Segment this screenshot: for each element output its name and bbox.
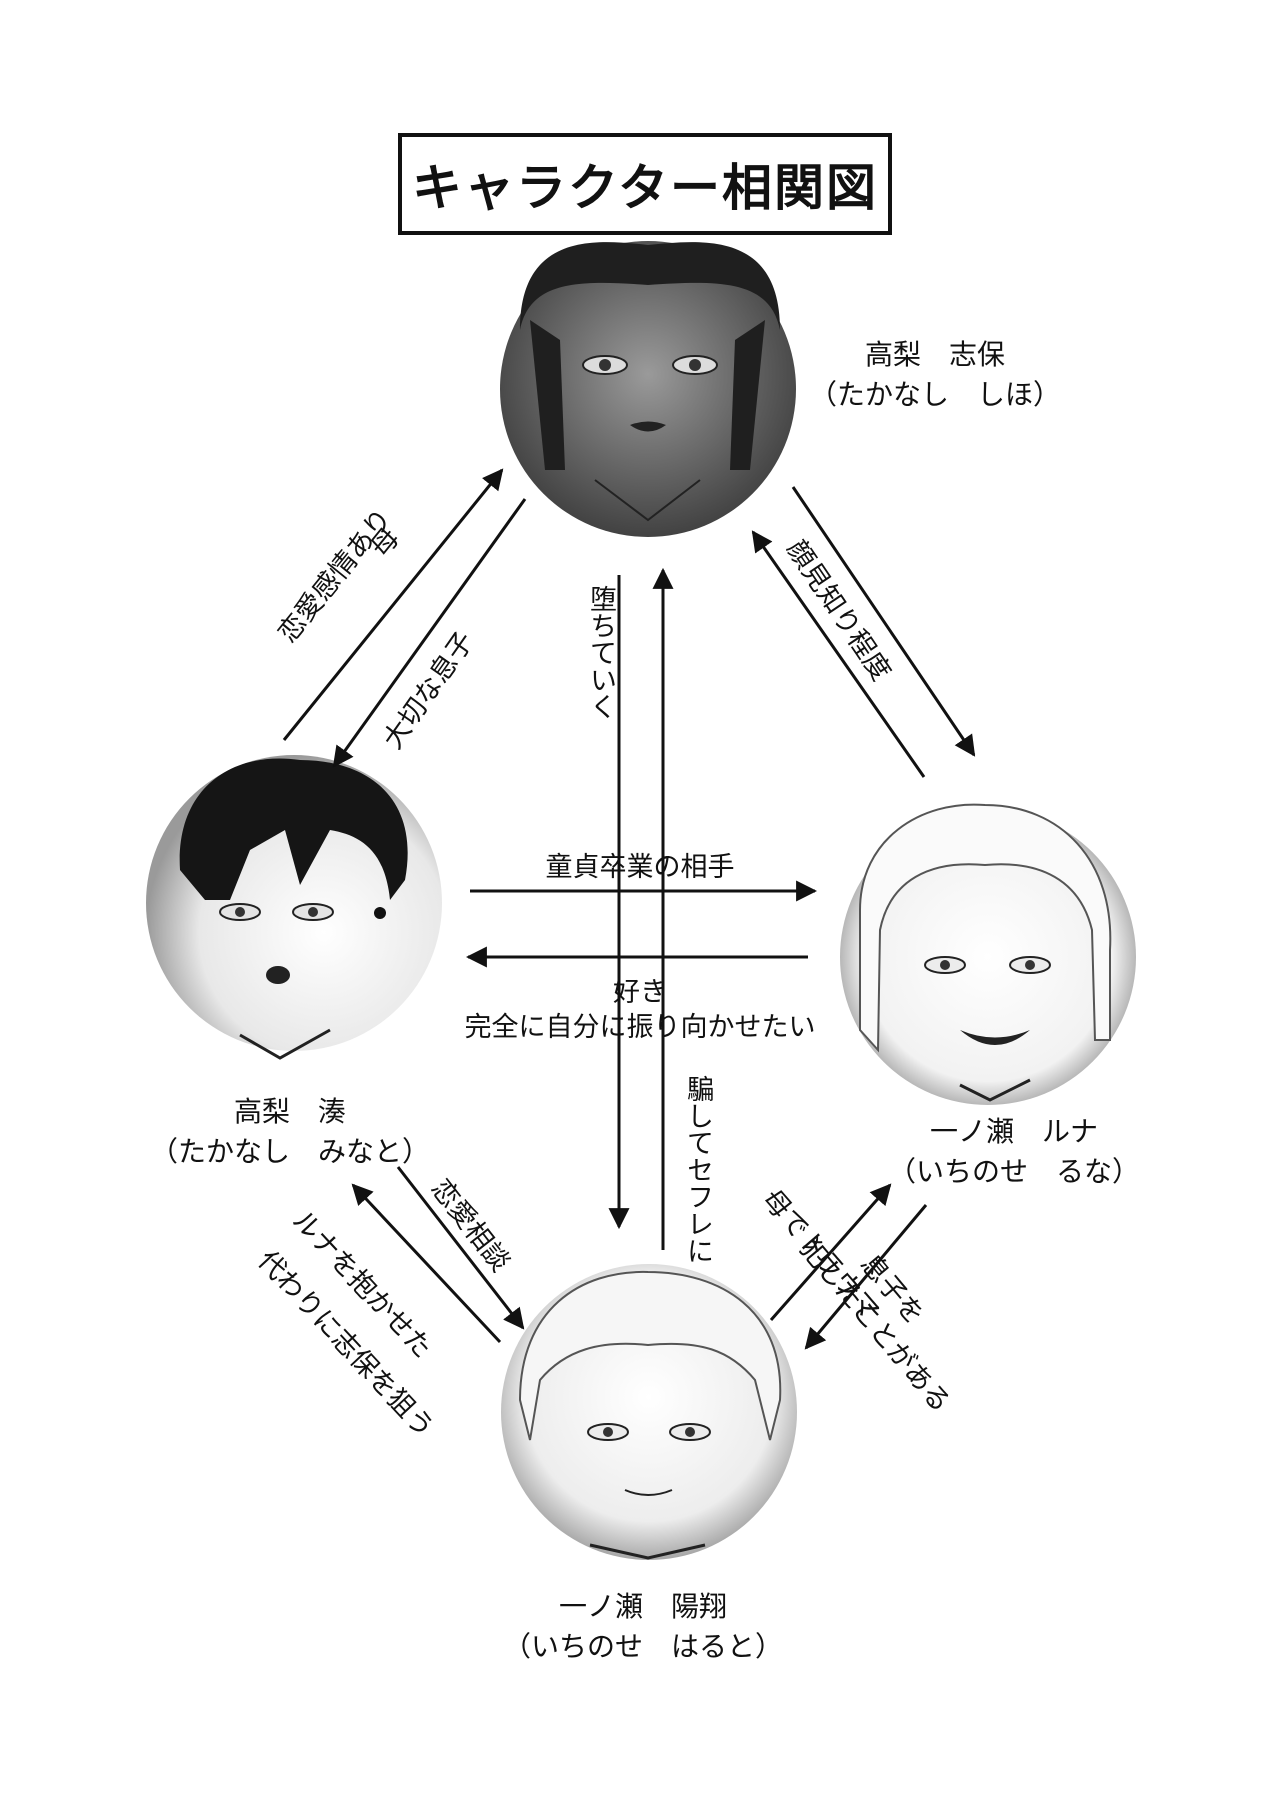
name-runa: 一ノ瀬 ルナ （いちのせ るな）: [888, 1112, 1140, 1192]
name-runa-kanji: 一ノ瀬 ルナ: [929, 1115, 1099, 1148]
arrow-minato-to-shiho: [282, 468, 504, 741]
arrow-shiho-to-minato: [332, 498, 527, 768]
arrow-minato-to-haruto: [396, 1166, 525, 1330]
name-shiho-reading: （たかなし しほ）: [808, 378, 1062, 411]
arrow-shiho-to-runa: [791, 486, 976, 757]
name-minato-kanji: 高梨 湊: [233, 1095, 347, 1128]
arrow-haruto-to-runa: [769, 1183, 892, 1321]
name-shiho: 高梨 志保 （たかなし しほ）: [809, 335, 1061, 415]
name-runa-reading: （いちのせ るな）: [887, 1155, 1141, 1188]
arrow-runa-to-haruto: [804, 1204, 928, 1350]
name-minato-reading: （たかなし みなと）: [149, 1135, 431, 1168]
arrow-runa-to-shiho: [751, 530, 926, 778]
name-shiho-kanji: 高梨 志保: [864, 338, 1006, 371]
label-haruto-to-shiho: 騙してセフレに: [682, 1075, 713, 1264]
title-box: キャラクター相関図: [398, 133, 892, 235]
portrait-haruto: [501, 1264, 797, 1560]
portrait-minato: [146, 755, 442, 1060]
name-haruto: 一ノ瀬 陽翔 （いちのせ はると）: [503, 1587, 783, 1667]
page-title: キャラクター相関図: [412, 159, 878, 217]
name-haruto-reading: （いちのせ はると）: [502, 1630, 784, 1663]
name-minato: 高梨 湊 （たかなし みなと）: [150, 1092, 430, 1172]
arrow-haruto-to-minato: [351, 1183, 502, 1344]
portrait-runa: [840, 803, 1136, 1105]
label-shiho-to-haruto: 堕ちていく: [585, 585, 616, 720]
label-runa-to-minato-line1: 好き: [613, 977, 667, 1008]
portrait-shiho: [500, 241, 796, 537]
label-minato-to-runa: 童貞卒業の相手: [545, 852, 735, 883]
name-haruto-kanji: 一ノ瀬 陽翔: [558, 1590, 728, 1623]
label-runa-to-minato-line2: 完全に自分に振り向かせたい: [464, 1012, 816, 1043]
